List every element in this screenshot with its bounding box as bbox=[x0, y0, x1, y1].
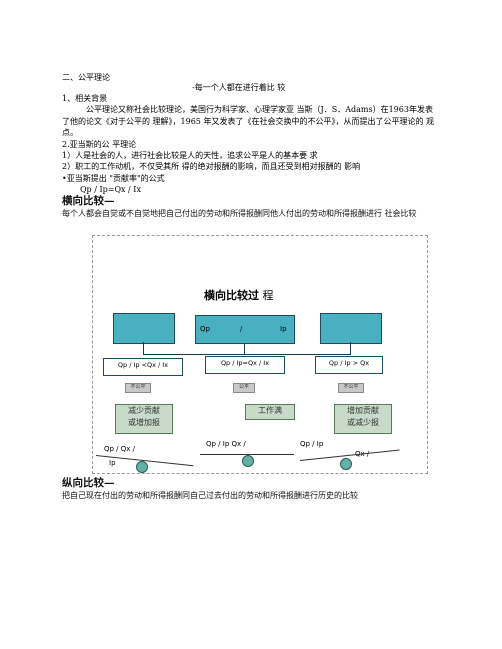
diagram-title: 横向比较过 程 bbox=[204, 287, 274, 303]
left-teal-box bbox=[113, 313, 175, 344]
left-unfair-tag: 不公平 bbox=[125, 383, 151, 393]
center-teal-box: Qp / Ip bbox=[195, 315, 295, 344]
connector-horizontal bbox=[143, 354, 350, 355]
left-scale-fulcrum bbox=[136, 461, 148, 473]
sec2-title: 2.亚当斯的公 平理论 bbox=[62, 140, 137, 149]
top-formula-slash: / bbox=[240, 325, 243, 333]
sec1-title: 1、相关背景 bbox=[62, 94, 108, 103]
mid-scale-fulcrum bbox=[242, 455, 254, 467]
right-scale-fulcrum bbox=[340, 458, 352, 470]
connector-left bbox=[143, 342, 144, 355]
diagram-title-normal: 程 bbox=[262, 289, 274, 302]
sec2-item-2: 2）职工的工作动机，不仅受其所 得的绝对报酬的影响，而且还受到相对报酬的 影响 bbox=[62, 162, 361, 171]
section-heading: 二、公平理论 bbox=[62, 73, 110, 82]
horizontal-text: 每个人都会自觉或不自觉地把自己付出的劳动和所得报酬同他人付出的劳动和所得报酬进行… bbox=[62, 209, 417, 218]
connector-right bbox=[350, 342, 351, 355]
vertical-title: 纵向比较— bbox=[62, 477, 115, 489]
right-teal-box bbox=[320, 313, 382, 344]
right-result: 增加贡献 或减少报 bbox=[334, 404, 392, 434]
diagram-title-bold: 横向比较过 bbox=[204, 289, 259, 302]
mid-fair-tag: 公平 bbox=[233, 383, 255, 393]
connector-vertical bbox=[244, 343, 245, 354]
right-unfair-tag: 不公平 bbox=[338, 383, 364, 393]
mid-result: 工作满 bbox=[245, 404, 295, 420]
right-scale-label: Qp / Ip bbox=[300, 440, 324, 448]
contribution-formula: Qp / Ip=Qx / Ix bbox=[80, 185, 141, 194]
sec2-item-1: 1）人是社会的人，进行社会比较是人的天性，追求公平是人的基本要 求 bbox=[62, 151, 318, 160]
left-result: 减少贡献 或增加报 bbox=[115, 404, 173, 434]
vertical-text: 把自己现在付出的劳动和所得报酬同自己过去付出的劳动和所得报酬进行历史的比较 bbox=[62, 491, 358, 500]
top-formula-right: Ip bbox=[280, 325, 287, 333]
right-condition: Qp / Ip > Qx bbox=[315, 356, 383, 374]
subtitle: -每一个人都在进行着比 较 bbox=[192, 83, 286, 92]
top-formula-left: Qp bbox=[200, 325, 210, 333]
mid-condition: Qp / Ip=Qx / Ix bbox=[205, 356, 285, 374]
left-condition: Qp / Ip <Qx / Ix bbox=[103, 358, 183, 376]
diagram-frame bbox=[92, 235, 428, 474]
sec1-paragraph: 公平理论又称社会比较理论，美国行为科学家、心理学家亚 当斯（J．S．Adams）… bbox=[62, 105, 434, 137]
left-scale-label: Qp / Qx / bbox=[104, 445, 135, 453]
left-scale-label-2: Ip bbox=[109, 459, 116, 467]
mid-scale-label: Qp / Ip Qx / bbox=[206, 440, 246, 448]
mid-scale-beam bbox=[200, 454, 294, 455]
horizontal-title: 横向比较— bbox=[62, 195, 115, 207]
bullet-formula-intro: •亚当斯提出 "贡献率"的公式 bbox=[62, 174, 165, 183]
